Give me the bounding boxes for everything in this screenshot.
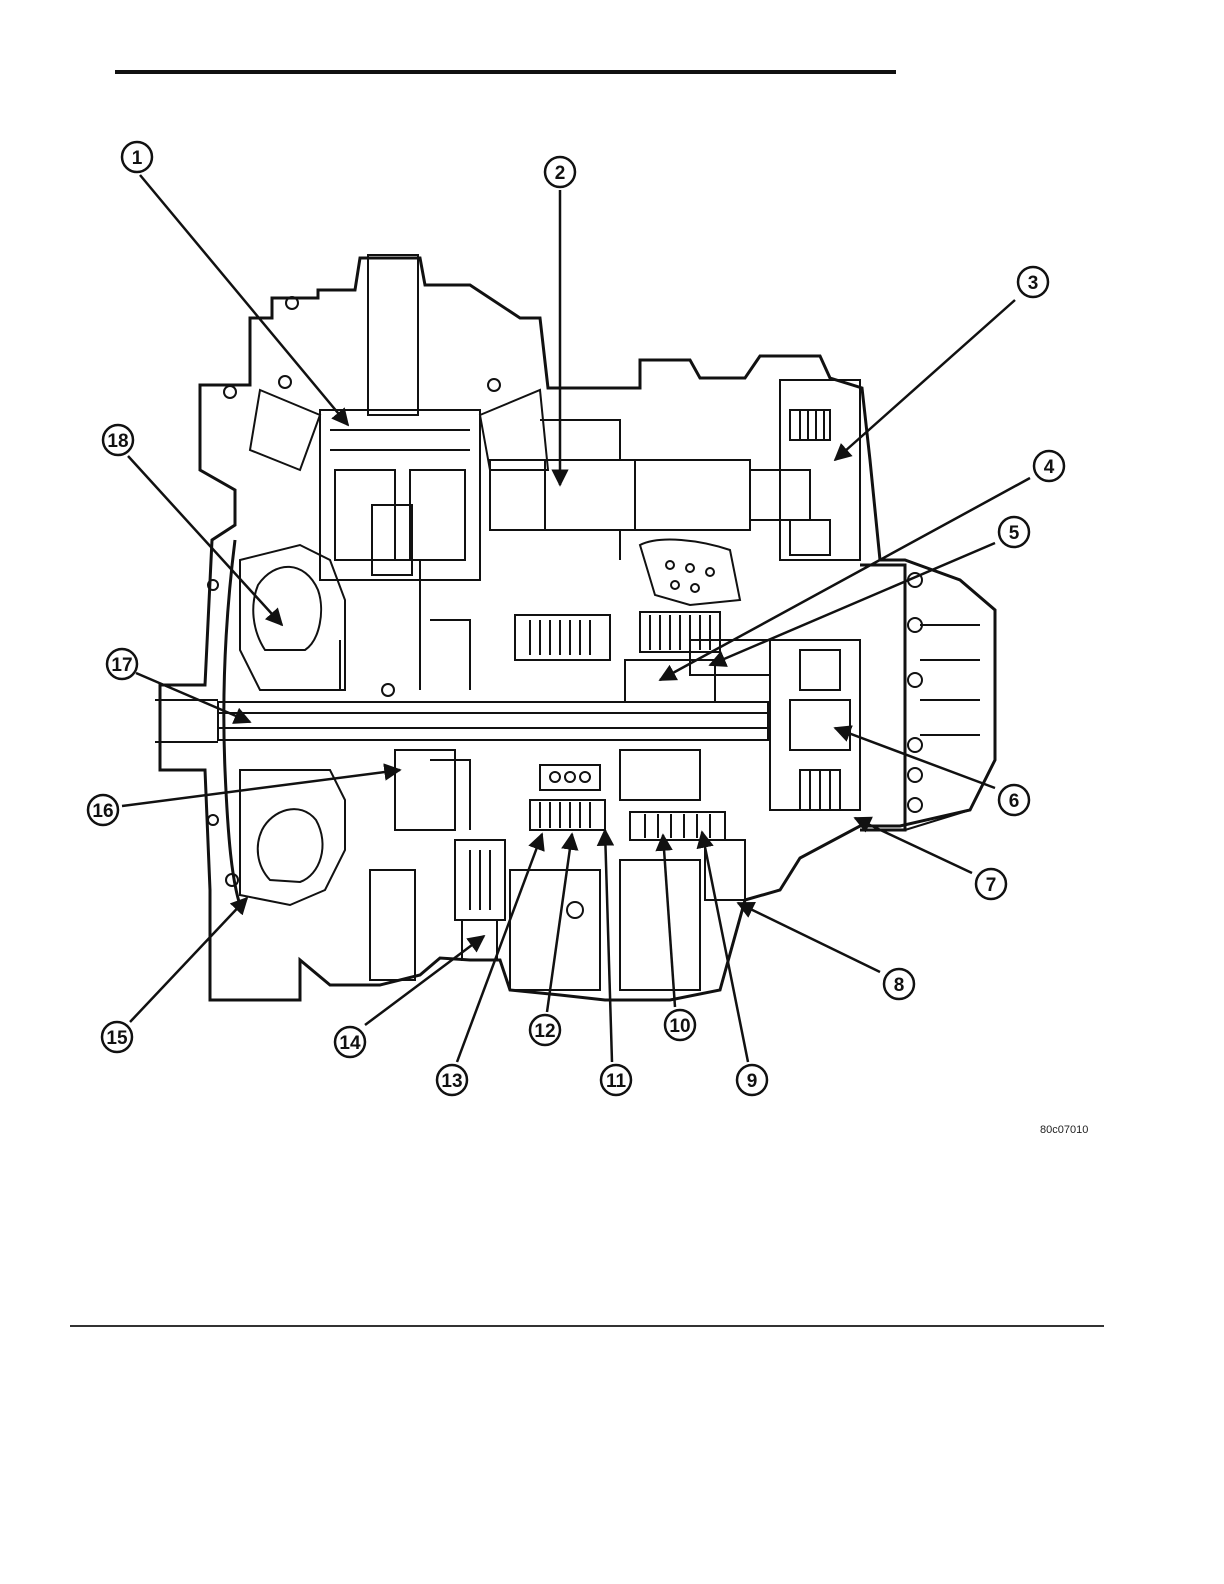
callout-7: 7	[976, 869, 1006, 899]
leader-9	[702, 832, 748, 1062]
svg-text:10: 10	[669, 1016, 690, 1037]
callout-16: 16	[88, 795, 118, 825]
svg-text:6: 6	[1009, 791, 1020, 812]
figure-id: 80c07010	[1040, 1124, 1088, 1136]
leader-3	[835, 300, 1015, 460]
callout-8: 8	[884, 969, 914, 999]
svg-text:17: 17	[111, 655, 132, 676]
svg-text:14: 14	[339, 1033, 361, 1054]
adapter-flange	[860, 565, 905, 830]
svg-text:13: 13	[441, 1071, 462, 1092]
callout-11: 11	[601, 1065, 631, 1095]
leader-5	[710, 543, 995, 665]
svg-text:1: 1	[132, 148, 143, 169]
output-shaft-housing	[770, 640, 860, 810]
svg-text:16: 16	[92, 801, 113, 822]
leader-17	[136, 673, 250, 722]
callout-10: 10	[665, 1010, 695, 1040]
svg-text:15: 15	[106, 1028, 128, 1049]
torque-converter-lower	[240, 770, 345, 905]
callout-15: 15	[102, 1022, 132, 1052]
callout-3: 3	[1018, 267, 1048, 297]
callout-2: 2	[545, 157, 575, 187]
callout-14: 14	[335, 1027, 365, 1057]
leader-lines	[122, 175, 1030, 1062]
transmission-cutaway-drawing	[155, 255, 995, 1000]
svg-text:18: 18	[107, 431, 128, 452]
svg-text:8: 8	[894, 975, 905, 996]
footer-rule	[70, 1325, 1104, 1327]
differential-housing	[320, 410, 480, 580]
callout-5: 5	[999, 517, 1029, 547]
svg-text:4: 4	[1044, 457, 1055, 478]
leader-1	[140, 175, 348, 425]
svg-text:5: 5	[1009, 523, 1020, 544]
clutch-packs-lower	[530, 750, 725, 840]
torque-converter-shell	[224, 540, 240, 905]
input-shaft	[218, 702, 768, 740]
leader-12	[547, 834, 572, 1012]
callout-9: 9	[737, 1065, 767, 1095]
svg-text:11: 11	[606, 1071, 627, 1092]
svg-text:9: 9	[747, 1071, 758, 1092]
callout-6: 6	[999, 785, 1029, 815]
leader-7	[855, 818, 972, 873]
callout-4: 4	[1034, 451, 1064, 481]
callout-12: 12	[530, 1015, 560, 1045]
oil-pump	[395, 750, 455, 830]
leader-4	[660, 478, 1030, 680]
leader-15	[130, 898, 247, 1022]
leader-16	[122, 770, 400, 806]
leader-18	[128, 456, 282, 625]
callout-1: 1	[122, 142, 152, 172]
callout-18: 18	[103, 425, 133, 455]
leader-11	[605, 830, 612, 1062]
callout-13: 13	[437, 1065, 467, 1095]
callout-17: 17	[107, 649, 137, 679]
svg-text:2: 2	[555, 163, 566, 184]
leader-8	[738, 903, 880, 972]
svg-text:3: 3	[1028, 273, 1039, 294]
svg-text:12: 12	[534, 1021, 555, 1042]
svg-text:7: 7	[986, 875, 997, 896]
case-outline	[160, 258, 995, 1000]
